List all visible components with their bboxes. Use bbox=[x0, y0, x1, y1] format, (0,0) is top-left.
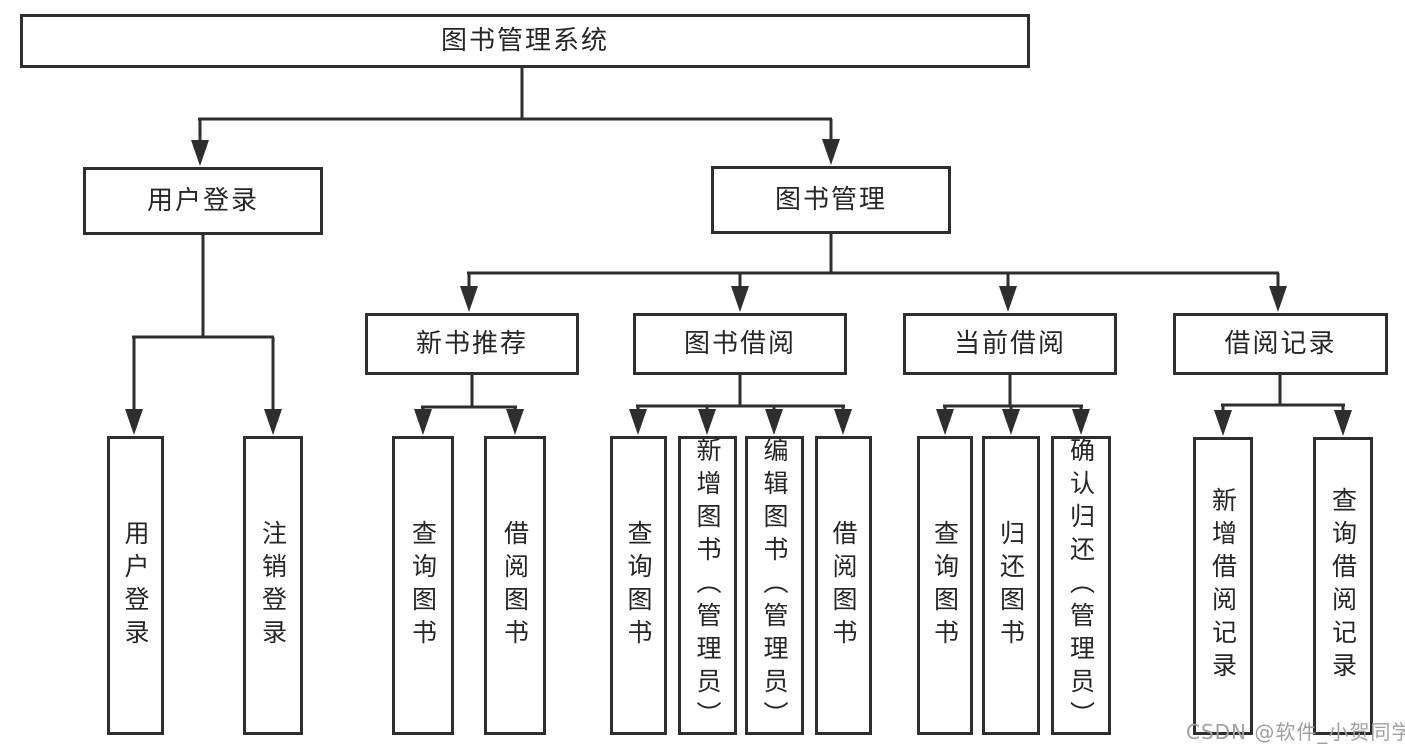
node-new-book-recommend: 新书推荐 bbox=[365, 313, 579, 375]
node-label: 归还图书 bbox=[996, 519, 1026, 652]
leaf-logout: 注销登录 bbox=[243, 436, 303, 735]
node-book-management: 图书管理 bbox=[711, 166, 951, 234]
edge-records-to-leaves bbox=[1214, 375, 1352, 436]
leaf-query-books-recommend: 查询图书 bbox=[392, 436, 454, 735]
node-library-system: 图书管理系统 bbox=[20, 14, 1030, 68]
leaf-user-login: 用户登录 bbox=[107, 436, 164, 735]
node-label: 图书管理系统 bbox=[440, 26, 609, 56]
leaf-borrow-books-recommend: 借阅图书 bbox=[484, 436, 546, 735]
node-label: 借阅图书 bbox=[500, 519, 530, 652]
node-label: 查询图书 bbox=[408, 519, 438, 652]
edge-root-to-level2 bbox=[191, 67, 840, 166]
node-label: 用户登录 bbox=[121, 519, 150, 652]
edge-recommend-to-leaves bbox=[414, 375, 524, 435]
leaf-return-books: 归还图书 bbox=[982, 436, 1040, 735]
node-label: 图书管理 bbox=[774, 185, 887, 215]
node-label: 新增图书（管理员） bbox=[693, 437, 722, 734]
node-label: 编辑图书（管理员） bbox=[760, 437, 789, 734]
node-label: 新增借阅记录 bbox=[1208, 487, 1238, 685]
leaf-borrow-books-borrowing: 借阅图书 bbox=[815, 436, 872, 735]
edge-login-to-leaves bbox=[125, 235, 282, 435]
leaf-add-borrow-record: 新增借阅记录 bbox=[1193, 437, 1253, 735]
node-label: 新书推荐 bbox=[415, 329, 528, 359]
node-label: 借阅图书 bbox=[829, 519, 858, 652]
node-current-borrowing: 当前借阅 bbox=[903, 313, 1117, 375]
node-book-borrowing: 图书借阅 bbox=[633, 313, 847, 375]
edge-mgmt-to-level3 bbox=[460, 234, 1287, 312]
leaf-query-books-borrowing: 查询图书 bbox=[610, 436, 667, 735]
edge-current-to-leaves bbox=[936, 375, 1090, 435]
node-borrowing-records: 借阅记录 bbox=[1173, 313, 1388, 375]
leaf-edit-books-admin: 编辑图书（管理员） bbox=[745, 436, 804, 735]
leaf-query-borrow-record: 查询借阅记录 bbox=[1313, 437, 1373, 735]
node-user-login: 用户登录 bbox=[83, 167, 323, 235]
edge-borrowing-to-leaves bbox=[629, 375, 852, 435]
node-label: 查询图书 bbox=[930, 519, 960, 652]
csdn-watermark: CSDN @软件_小贺同学 bbox=[1186, 720, 1405, 744]
node-label: 注销登录 bbox=[258, 519, 288, 652]
node-label: 查询借阅记录 bbox=[1328, 487, 1358, 685]
node-label: 图书借阅 bbox=[683, 329, 796, 359]
leaf-add-books-admin: 新增图书（管理员） bbox=[678, 436, 737, 735]
node-label: 确认归还（管理员） bbox=[1066, 437, 1096, 734]
node-label: 查询图书 bbox=[624, 519, 653, 652]
leaf-confirm-return-admin: 确认归还（管理员） bbox=[1051, 436, 1111, 735]
node-label: 当前借阅 bbox=[953, 329, 1066, 359]
node-label: 借阅记录 bbox=[1224, 329, 1337, 359]
node-label: 用户登录 bbox=[146, 186, 259, 216]
leaf-query-books-current: 查询图书 bbox=[917, 436, 973, 735]
